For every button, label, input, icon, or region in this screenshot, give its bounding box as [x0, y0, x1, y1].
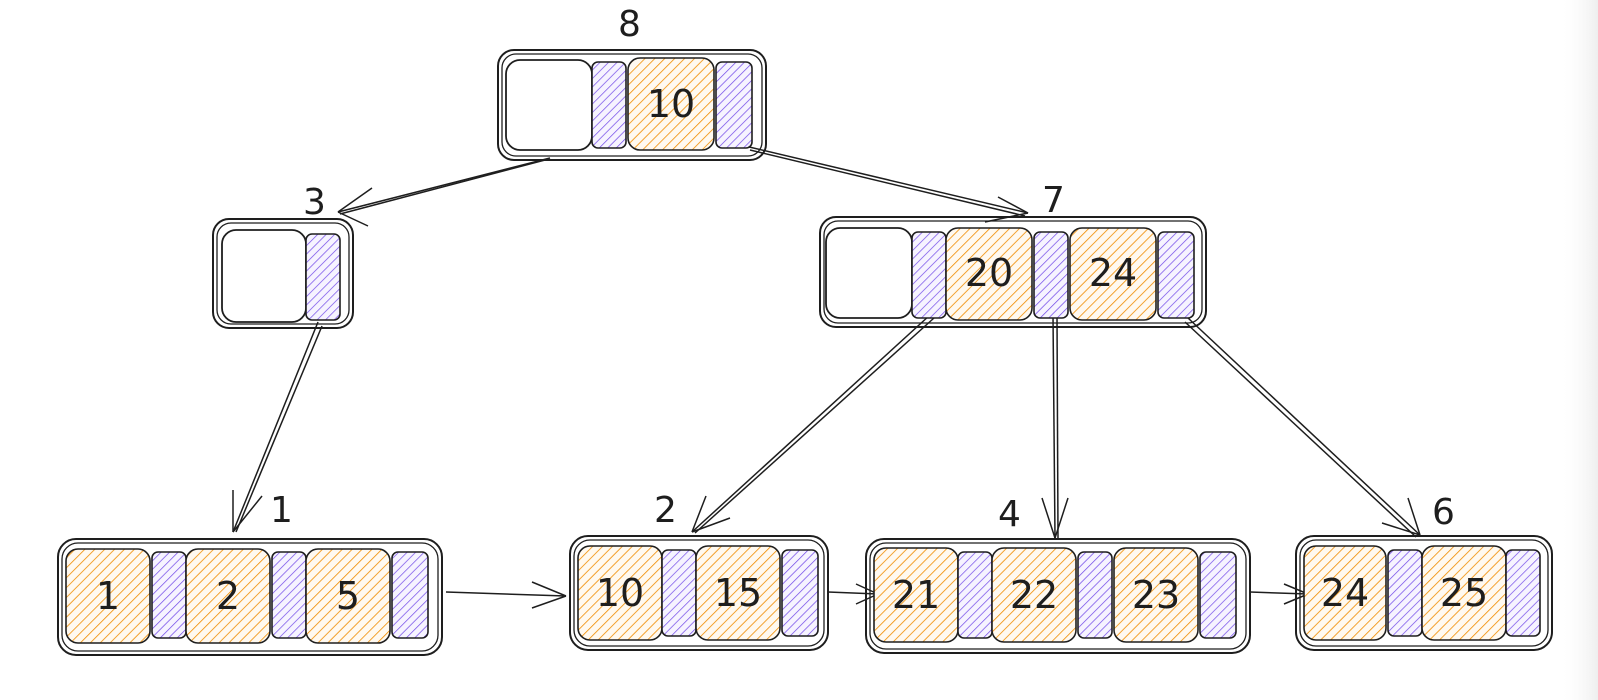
- pointer-cell: [1387, 549, 1423, 637]
- key-cell: [305, 548, 391, 644]
- key-cell: [185, 548, 271, 644]
- pointer-cell: [911, 231, 947, 319]
- node-label: 2: [654, 490, 677, 531]
- key-cell: [695, 545, 781, 641]
- node-label: 3: [303, 182, 326, 223]
- key-value: 1: [96, 574, 120, 618]
- pointer-cell: [1505, 549, 1541, 637]
- pointer-cell: [591, 61, 627, 149]
- pointer-cell: [661, 549, 697, 637]
- node-label: 4: [998, 494, 1021, 535]
- empty-pointer-slot: [825, 227, 913, 319]
- tree-node-3: 3: [212, 182, 354, 329]
- pointer-cell: [715, 61, 753, 149]
- node-label: 1: [270, 490, 293, 531]
- key-value: 23: [1132, 573, 1180, 617]
- key-cell: [1303, 545, 1387, 641]
- edge-7-to-4: [1041, 315, 1069, 539]
- node-label: 7: [1042, 180, 1065, 221]
- key-cell: [65, 548, 151, 644]
- edge-3-to-1: [232, 321, 323, 533]
- edge-shading: [1560, 0, 1598, 700]
- tree-node-7: 7 20 24: [819, 180, 1207, 328]
- key-value: 25: [1440, 571, 1488, 615]
- key-cell: [1069, 227, 1157, 321]
- key-value: 2: [216, 574, 240, 618]
- edge-8-to-3: [337, 157, 551, 227]
- pointer-cell: [305, 233, 341, 321]
- key-cell: [945, 227, 1033, 321]
- key-value: 21: [892, 573, 940, 617]
- tree-node-8: 8 10: [497, 4, 767, 161]
- key-value: 15: [714, 571, 762, 615]
- node-label: 6: [1432, 492, 1455, 533]
- pointer-cell: [1157, 231, 1195, 319]
- key-value: 10: [596, 571, 644, 615]
- pointer-cell: [1033, 231, 1069, 319]
- leaf-link-1-to-2: [445, 581, 567, 609]
- pointer-cell: [957, 551, 993, 639]
- key-cell: [991, 547, 1077, 643]
- key-value: 24: [1321, 571, 1369, 615]
- key-cell: [1113, 547, 1199, 643]
- tree-edges: [232, 145, 1421, 609]
- edge-7-to-6: [1184, 317, 1421, 538]
- pointer-cell: [1077, 551, 1113, 639]
- empty-pointer-slot: [505, 59, 593, 151]
- key-value: 20: [965, 251, 1013, 295]
- pointer-cell: [781, 549, 819, 637]
- tree-node-2: 2 10 15: [569, 490, 829, 651]
- key-cell: [627, 57, 715, 151]
- tree-node-4: 4 21 22 23: [865, 494, 1251, 654]
- edge-8-to-7: [744, 145, 1029, 223]
- key-value: 10: [647, 82, 695, 126]
- key-value: 5: [336, 574, 360, 618]
- empty-pointer-slot: [221, 229, 307, 323]
- pointer-cell: [1199, 551, 1237, 639]
- node-label: 8: [618, 4, 641, 45]
- leaf-link-4-to-6: [1249, 583, 1309, 605]
- tree-node-6: 6 24 25: [1295, 492, 1553, 651]
- tree-node-1: 1 1 2 5: [57, 490, 443, 656]
- pointer-cell: [271, 551, 307, 639]
- edge-7-to-2: [691, 314, 935, 534]
- pointer-cell: [151, 551, 187, 639]
- pointer-cell: [391, 551, 429, 639]
- key-value: 22: [1010, 573, 1058, 617]
- key-value: 24: [1089, 251, 1137, 295]
